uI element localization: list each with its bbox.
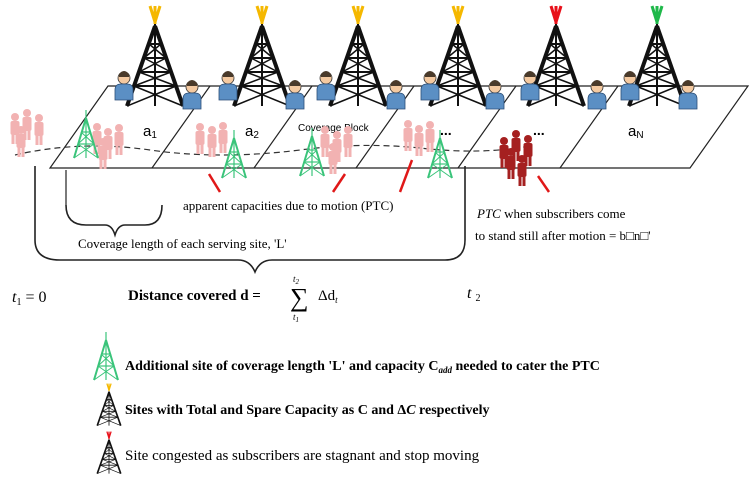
ptc-label: apparent capacities due to motion (PTC) xyxy=(183,198,393,213)
coverage-block-label: Coverage Block xyxy=(298,123,370,134)
block-label-n: aN xyxy=(628,123,644,141)
distance-brace xyxy=(34,166,466,275)
legend-item-3: Site congested as subscribers are stagna… xyxy=(125,448,480,464)
block-label-2: a2 xyxy=(245,123,259,141)
legend-item-2: Sites with Total and Spare Capacity as C… xyxy=(125,403,490,418)
legend-yellow-tower-icon xyxy=(96,382,122,427)
block-labels: a1 a2 aN Coverage Block ... ... xyxy=(143,122,644,141)
distance-formula: Distance covered d = ∑ t2 t1 Δdt xyxy=(128,274,338,324)
sum-term: Δdt xyxy=(318,288,338,305)
distance-label: Distance covered d = xyxy=(128,288,261,304)
tower-2 xyxy=(232,4,292,108)
tower-3 xyxy=(328,4,388,108)
moving-subscribers xyxy=(10,109,435,174)
tower-1 xyxy=(125,4,185,108)
ellipsis-1: ... xyxy=(440,122,452,138)
ptc-still-line1: PTC when subscribers come xyxy=(476,206,626,221)
legend: Additional site of coverage length 'L' a… xyxy=(93,331,600,475)
legend-item-1: Additional site of coverage length 'L' a… xyxy=(125,359,600,375)
sum-symbol: ∑ xyxy=(290,283,309,312)
static-subscribers xyxy=(114,70,698,110)
ptc-still-line2: to stand still after motion = b□n□' xyxy=(475,228,651,243)
ptc-pointers xyxy=(207,159,551,193)
legend-red-tower-icon xyxy=(96,430,122,475)
coverage-length-label: Coverage length of each serving site, 'L… xyxy=(78,236,287,251)
sum-upper: t2 xyxy=(293,274,300,286)
ellipsis-2: ... xyxy=(533,122,545,138)
block-label-1: a1 xyxy=(143,123,157,141)
t1-label: t1 = 0 xyxy=(12,289,46,308)
coverage-length-brace xyxy=(65,204,163,238)
stagnant-subscribers xyxy=(499,130,533,186)
sum-lower: t1 xyxy=(293,312,299,324)
legend-green-tower-icon xyxy=(93,331,119,381)
